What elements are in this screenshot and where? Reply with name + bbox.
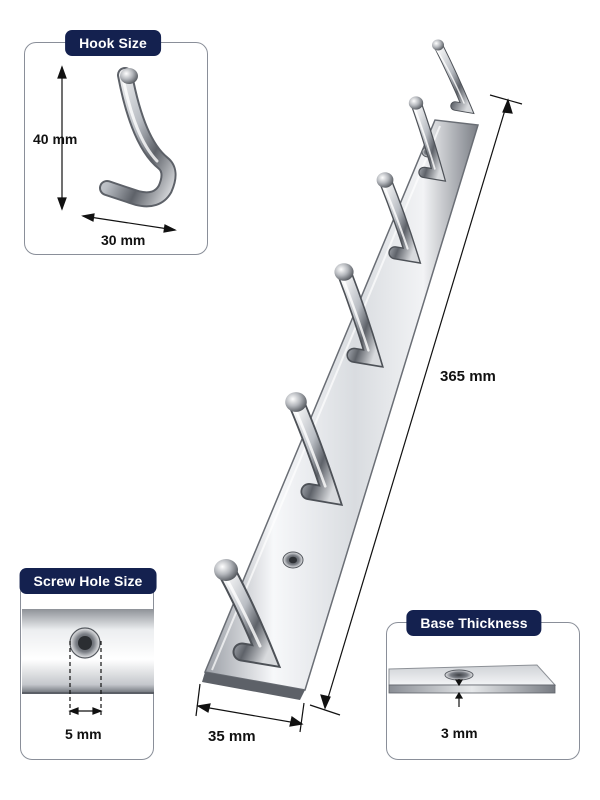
hook-width-label: 30 mm xyxy=(101,232,146,248)
screw-hole-diameter-label: 5 mm xyxy=(65,726,102,742)
hook-height-label: 40 mm xyxy=(33,131,78,147)
hook-6 xyxy=(432,39,475,115)
base-thickness-title: Base Thickness xyxy=(406,610,542,636)
hook-1 xyxy=(214,559,282,669)
length-label: 365 mm xyxy=(440,368,496,385)
base-thickness-detail-image xyxy=(388,664,557,707)
screw-hole-lower xyxy=(282,551,304,569)
width-dimension-line xyxy=(195,683,305,733)
hook-3 xyxy=(334,263,384,368)
hook-size-panel: Hook Size 40 mm 30 mm xyxy=(24,30,208,255)
base-thickness-label: 3 mm xyxy=(441,725,478,741)
hook-detail-image xyxy=(57,65,177,233)
screw-hole-detail-image xyxy=(22,609,154,715)
hook-size-title: Hook Size xyxy=(65,30,161,56)
screw-hole-panel: Screw Hole Size 5 mm xyxy=(19,568,157,760)
length-dimension-line xyxy=(309,94,523,716)
hook-5 xyxy=(408,96,447,182)
hook-4 xyxy=(376,172,422,264)
base-thickness-panel: Base Thickness 3 mm xyxy=(386,610,580,760)
screw-hole-title: Screw Hole Size xyxy=(19,568,157,594)
hooks-group xyxy=(214,39,475,669)
width-label: 35 mm xyxy=(208,728,256,745)
hook-2 xyxy=(285,392,344,506)
